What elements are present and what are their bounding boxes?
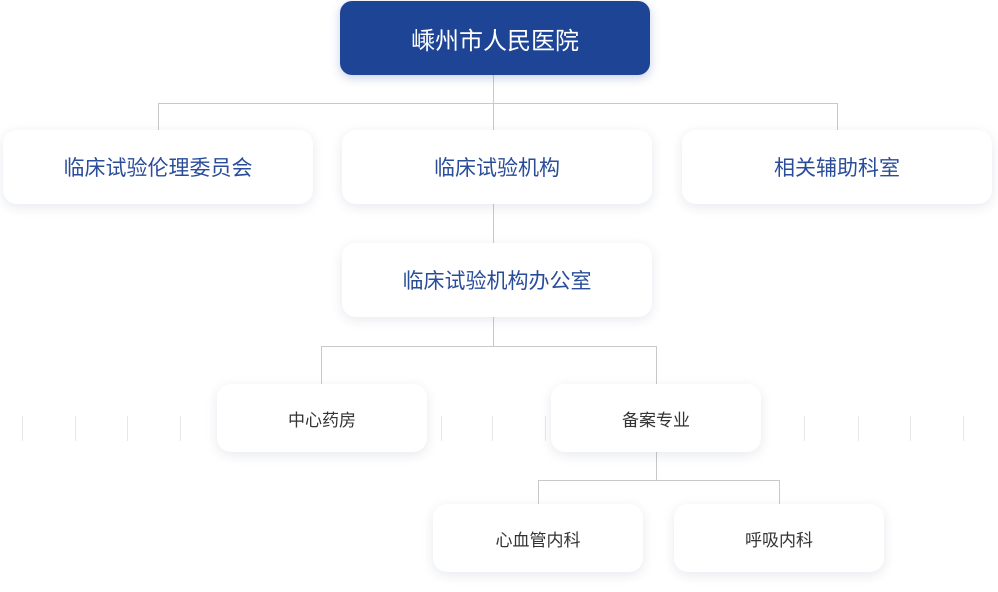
node-auxiliary-departments-label: 相关辅助科室: [774, 156, 900, 180]
node-central-pharmacy-label: 中心药房: [288, 410, 356, 431]
node-clinical-trial-institution[interactable]: 临床试验机构: [342, 130, 652, 204]
node-institution-office-label: 临床试验机构办公室: [402, 269, 592, 293]
node-registered-specialties-label: 备案专业: [622, 410, 690, 431]
node-cardiology[interactable]: 心血管内科: [433, 504, 643, 572]
node-ethics-committee[interactable]: 临床试验伦理委员会: [3, 130, 313, 204]
node-registered-specialties[interactable]: 备案专业: [551, 384, 761, 452]
root-node-label: 嵊州市人民医院: [411, 26, 579, 55]
node-auxiliary-departments[interactable]: 相关辅助科室: [682, 130, 992, 204]
node-clinical-trial-institution-label: 临床试验机构: [434, 156, 560, 180]
root-node-hospital[interactable]: 嵊州市人民医院: [340, 1, 650, 75]
node-cardiology-label: 心血管内科: [495, 530, 581, 551]
node-central-pharmacy[interactable]: 中心药房: [217, 384, 427, 452]
node-ethics-committee-label: 临床试验伦理委员会: [63, 156, 253, 180]
node-respiratory-label: 呼吸内科: [745, 530, 813, 551]
node-respiratory[interactable]: 呼吸内科: [674, 504, 884, 572]
node-institution-office[interactable]: 临床试验机构办公室: [342, 243, 652, 317]
